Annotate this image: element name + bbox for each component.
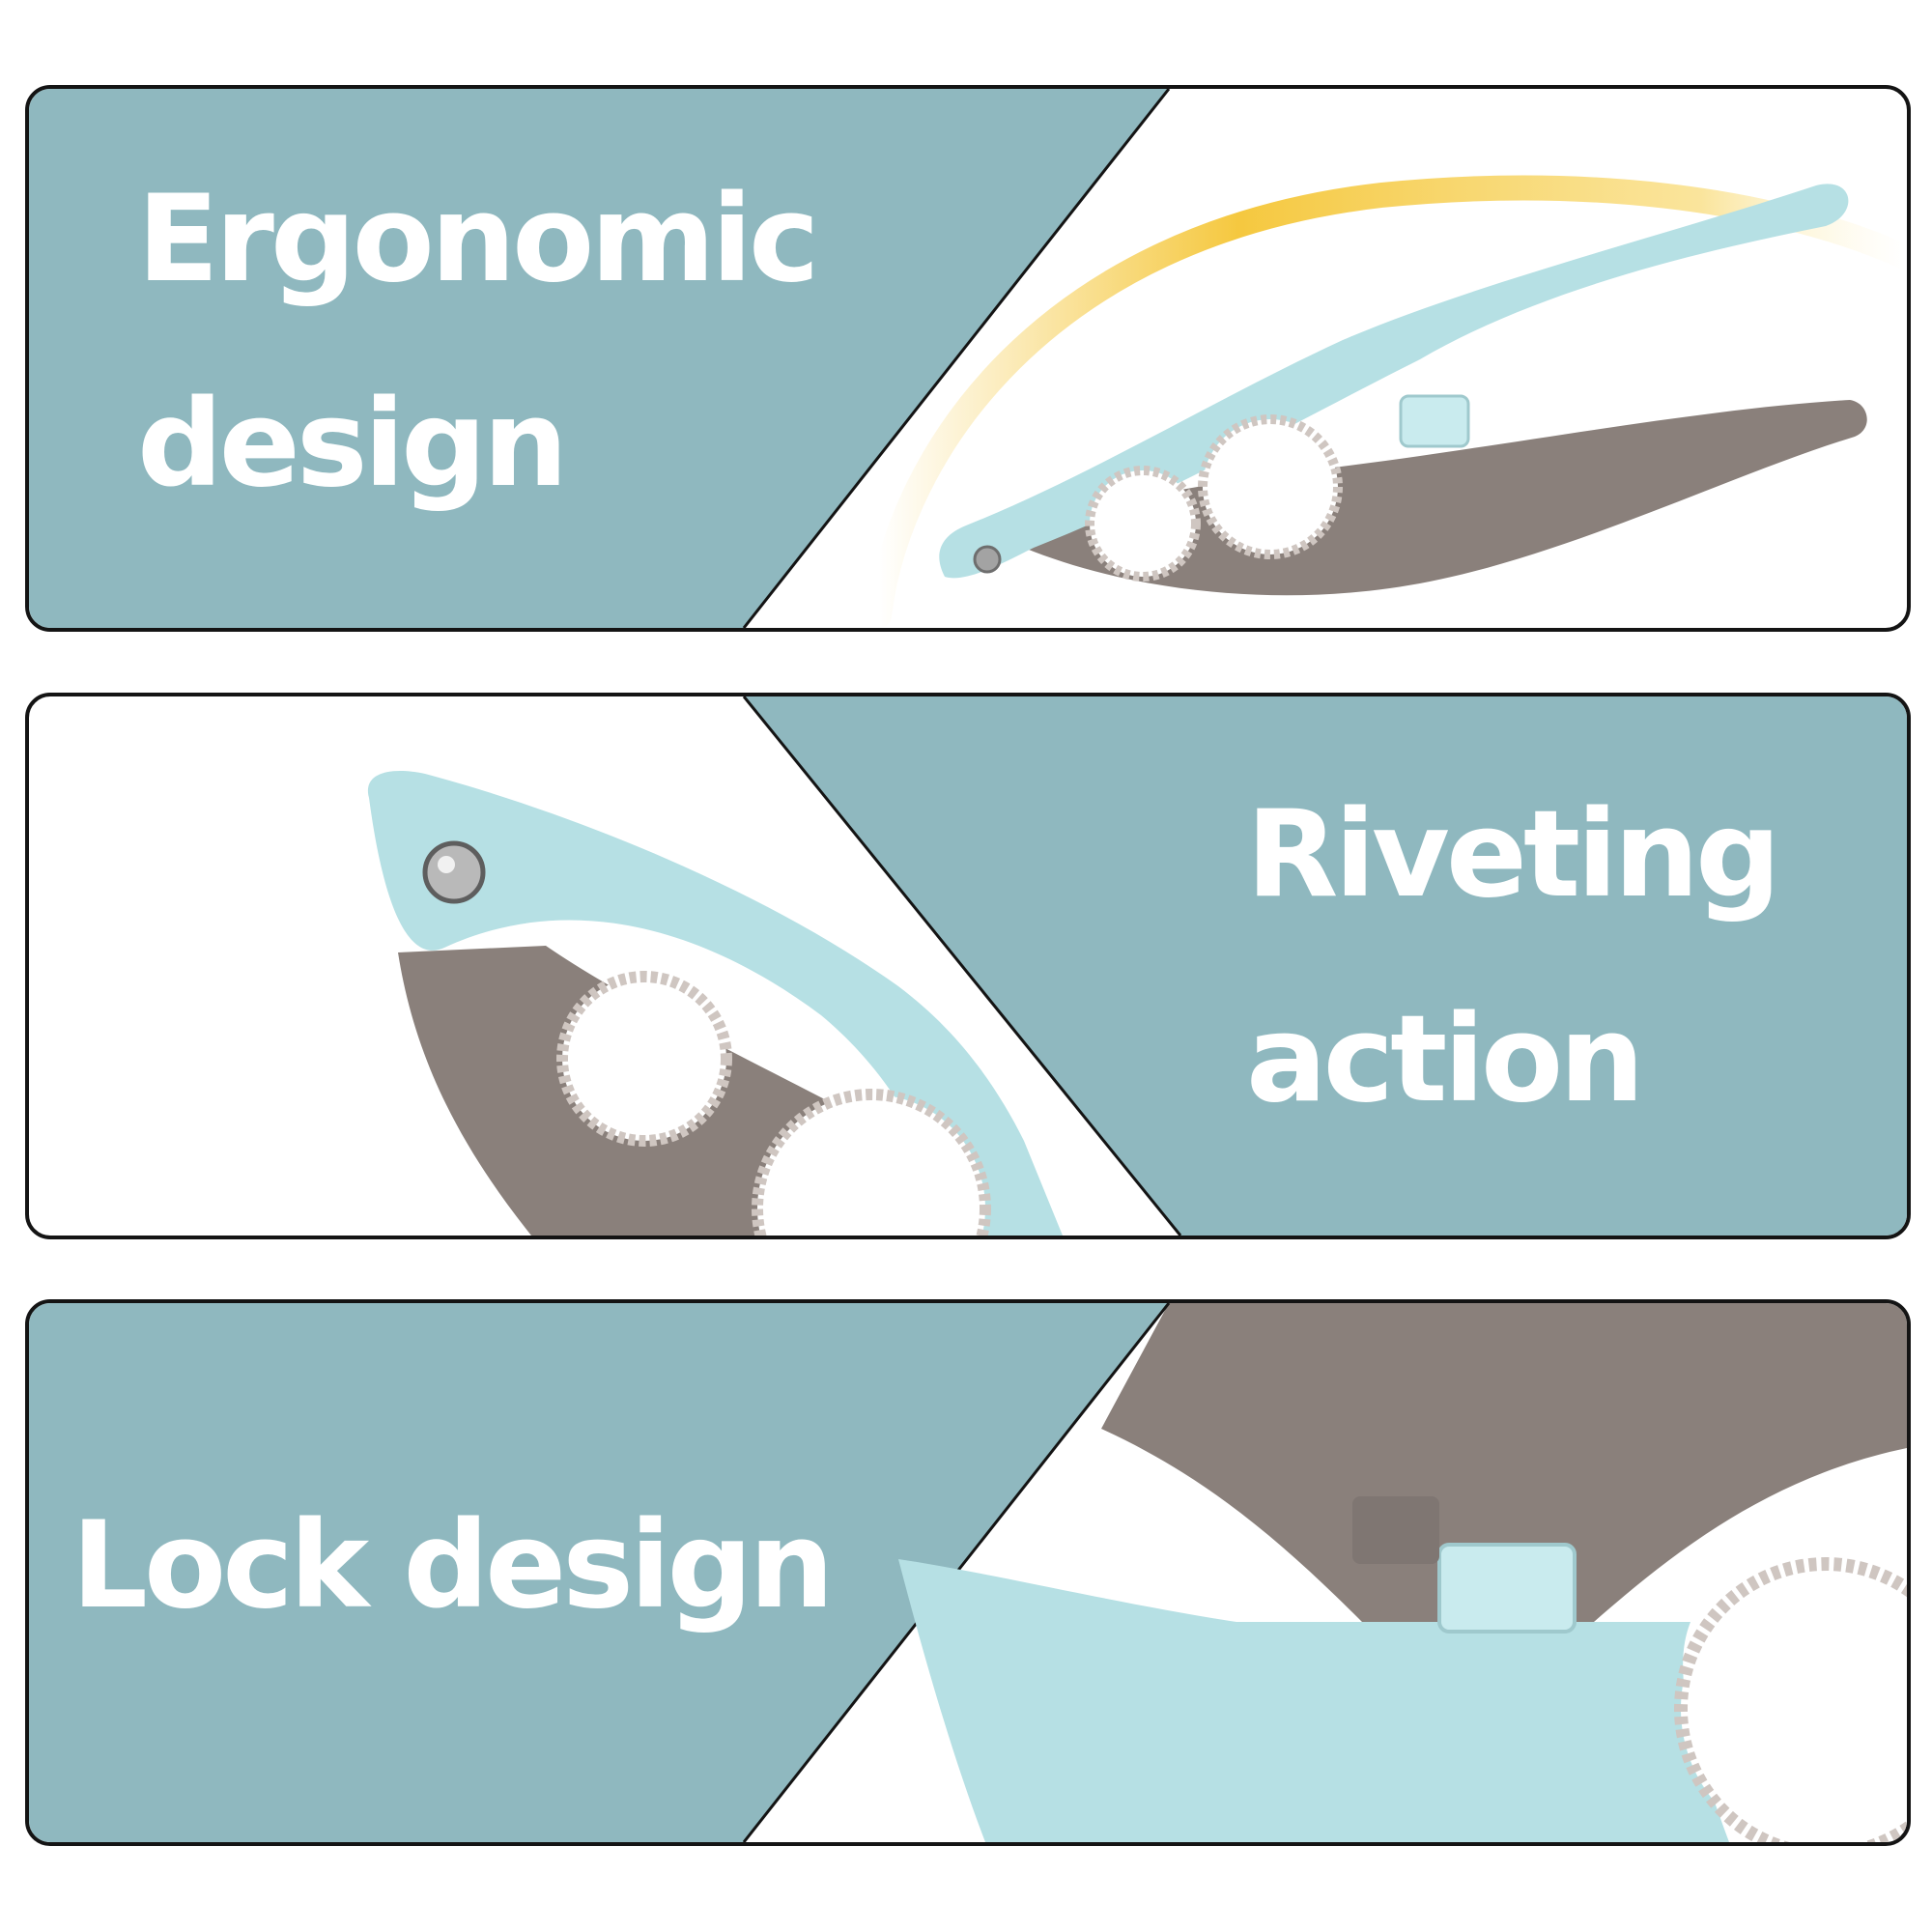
rivet-closeup-image [367, 696, 1907, 1236]
feature-caption: Lock design [71, 1496, 835, 1635]
feature-panel-riveting: Riveting action [25, 693, 1911, 1239]
feature-panel-ergonomic: Ergonomic design [25, 85, 1911, 632]
feature-panel-lock: Lock design [25, 1299, 1911, 1846]
lock-closeup-image [29, 1303, 1907, 1842]
feature-caption: Ergonomic design [137, 170, 819, 514]
nutcracker-full-view-image [29, 89, 1907, 628]
feature-caption: Riveting action [1246, 785, 1781, 1129]
